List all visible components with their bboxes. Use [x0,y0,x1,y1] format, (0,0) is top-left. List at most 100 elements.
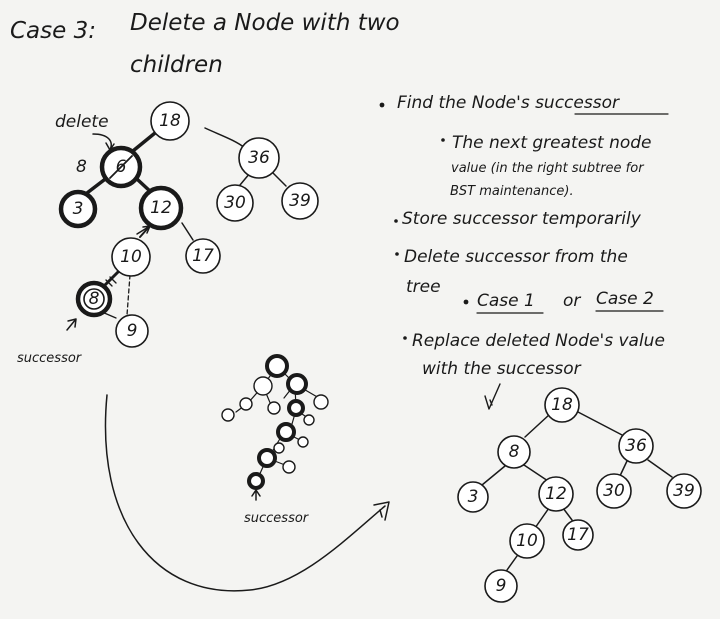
before-node-9: 9 [115,314,149,348]
or-label: or [563,291,581,311]
step1-text: Find the Node's successor [397,93,620,113]
before-node-39: 39 [281,182,319,220]
edge-10-9 [506,555,518,571]
steps-list: Find the Node's successor The next great… [379,93,669,410]
svg-text:8: 8 [89,289,100,309]
mini-node-e [287,399,305,417]
edge-36-39 [272,172,287,187]
bullet-step4 [403,336,407,340]
sub1-line1: The next greatest node [452,133,652,153]
mini-node-i [276,422,296,442]
svg-text:9: 9 [127,321,138,341]
strike-through-6 [109,155,133,179]
before-node-17: 17 [185,238,221,274]
svg-text:10: 10 [516,531,538,551]
successor-middle-label: successor [244,511,310,526]
edge-8-12 [523,464,549,482]
svg-text:39: 39 [289,191,311,211]
sub1-line2: value (in the right subtree for [451,161,645,176]
edge-12-17 [562,507,573,521]
edge-10-8-ticks [105,276,117,287]
edge-36-39 [647,459,673,478]
case-label: Case 3: [10,18,96,44]
step4-line1: Replace deleted Node's value [412,331,665,351]
mini-node-c [239,397,253,411]
after-tree-edges [481,411,673,571]
before-node-6: 6 [99,145,143,189]
before-node-12: 12 [138,185,184,231]
new-value-label: 8 [76,157,87,177]
mini-successor-arrow [251,489,261,501]
svg-text:10: 10 [120,247,142,267]
bullet-sub1 [441,138,445,142]
after-node-10: 10 [509,523,545,559]
after-node-17: 17 [562,519,594,551]
title-line-2: children [130,52,223,78]
before-node-30: 30 [216,184,254,222]
mini-node-m [282,460,296,474]
after-node-36: 36 [618,428,654,464]
mini-node-j [297,436,309,448]
after-node-9: 9 [484,569,518,603]
before-tree-nodes: 18 6 36 3 12 30 39 10 [58,101,319,348]
after-node-12: 12 [538,476,574,512]
mini-node-successor [247,472,265,490]
svg-text:8: 8 [509,442,520,462]
mini-node-d [267,401,281,415]
svg-text:36: 36 [625,436,647,456]
before-node-10: 10 [111,237,151,277]
before-node-18: 18 [150,101,190,141]
checkmark-icon [484,383,501,410]
after-node-8: 8 [497,435,531,469]
bullet-cases [463,299,469,305]
mini-node-g [221,408,235,422]
edge-18-8 [524,413,551,438]
mini-node-f [313,394,329,410]
bullet-step1 [379,102,385,108]
svg-text:17: 17 [192,246,214,266]
svg-text:30: 30 [224,193,246,213]
step2-text: Store successor temporarily [402,209,642,229]
svg-text:30: 30 [603,481,625,501]
case2-label: Case 2 [596,289,654,309]
svg-text:12: 12 [150,198,172,218]
svg-text:39: 39 [673,481,695,501]
edge-12-17 [181,222,194,241]
before-node-8: 8 [75,280,113,318]
edge-12-10 [139,227,149,238]
after-node-30: 30 [596,473,632,509]
step3-line1: Delete successor from the [404,247,628,267]
mini-root [265,354,289,378]
edge-18-36 [204,127,246,149]
successor-left-label: successor [17,351,83,366]
svg-text:17: 17 [567,525,589,545]
svg-text:9: 9 [496,576,507,596]
title-line-1: Delete a Node with two [130,10,400,36]
mini-node-k [273,442,285,454]
edge-10-8 [102,268,122,288]
mini-node-l [257,448,277,468]
transition-arrow [104,394,386,592]
svg-text:12: 12 [545,484,567,504]
mini-tree-sketch [221,354,329,501]
bullet-step3 [395,252,399,256]
svg-text:18: 18 [551,395,573,415]
step4-line2: with the successor [422,359,582,379]
sub1-line3: BST maintenance). [450,184,574,199]
before-node-36: 36 [238,137,280,179]
svg-text:3: 3 [73,199,84,219]
bullet-step2 [394,219,398,223]
svg-text:36: 36 [248,148,270,168]
mini-node-a [253,376,273,396]
delete-arrow [92,133,115,151]
after-node-39: 39 [666,473,702,509]
successor-left-arrow [66,318,77,331]
before-node-3: 3 [58,189,98,229]
transition-arrowhead [373,501,390,521]
mini-node-b [286,373,308,395]
edge-12-10 [534,507,550,529]
edge-10-9-dashed [126,274,131,316]
step3-line2: tree [406,277,441,297]
